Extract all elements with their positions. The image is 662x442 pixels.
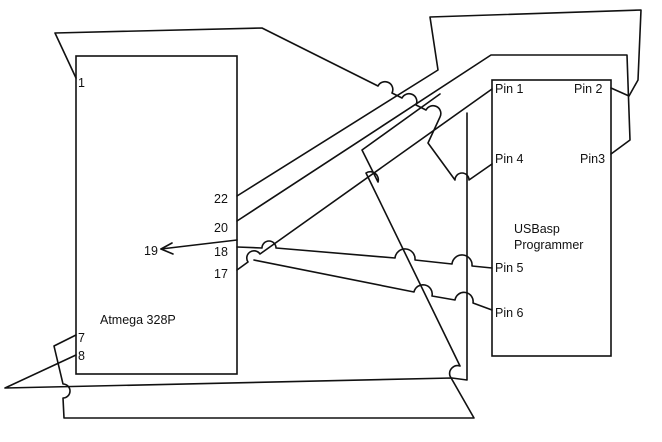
usbasp-name-line1: USBasp [514, 222, 560, 236]
atmega-pin-8-label: 8 [78, 349, 85, 363]
wire-pin19-arrow [160, 239, 238, 250]
atmega-pin-17-label: 17 [214, 267, 228, 281]
wire-pin18-to-pin5 [236, 240, 493, 269]
atmega-pin-1-label: 1 [78, 76, 85, 90]
wire-pin17-to-pin1 [236, 88, 493, 271]
wire-reset-pin1-to-pin4 [54, 27, 493, 181]
wire-pin20-to-pin3 [236, 54, 631, 222]
wire-pin7-loop [53, 93, 475, 419]
atmega-pin-22-label: 22 [214, 192, 228, 206]
wire-pin8-loop [4, 112, 468, 389]
atmega-pin-18-label: 18 [214, 245, 228, 259]
wire-pin17-to-pin6 [253, 259, 493, 311]
usbasp-programmer-box [491, 79, 612, 357]
arrowhead-pin19 [160, 242, 174, 255]
usbasp-pin-4-label: Pin 4 [495, 152, 524, 166]
atmega-chip-name: Atmega 328P [100, 313, 176, 327]
usbasp-pin-3-label: Pin3 [580, 152, 605, 166]
atmega-328p-chip [75, 55, 238, 375]
usbasp-pin-5-label: Pin 5 [495, 261, 524, 275]
atmega-pin-7-label: 7 [78, 331, 85, 345]
wires [4, 9, 642, 419]
atmega-pin-20-label: 20 [214, 221, 228, 235]
usbasp-name-line2: Programmer [514, 238, 583, 252]
atmega-pin-19-label: 19 [144, 244, 158, 258]
usbasp-pin-2-label: Pin 2 [574, 82, 603, 96]
usbasp-pin-1-label: Pin 1 [495, 82, 524, 96]
usbasp-pin-6-label: Pin 6 [495, 306, 524, 320]
